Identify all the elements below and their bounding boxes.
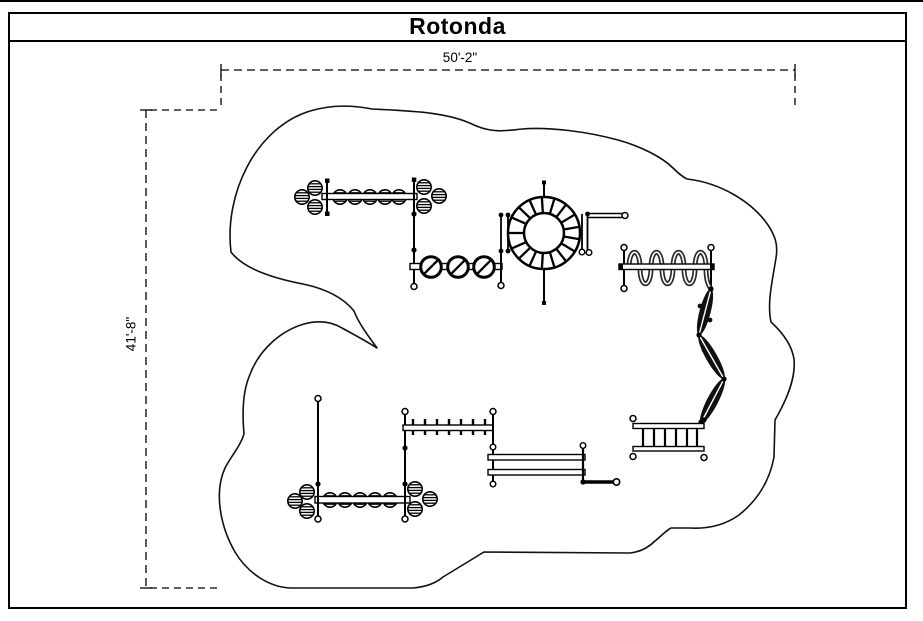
spinner-wheel-bar [409, 251, 505, 290]
parallel-bars [487, 442, 621, 486]
height-dimension-label: 41'-8" [123, 316, 139, 352]
loop-overhead-climber [618, 243, 715, 293]
horizontal-ladder [629, 414, 708, 462]
ring-spokes [508, 196, 580, 270]
play-area-outline [218, 105, 796, 589]
page-title: Rotonda [409, 12, 506, 39]
title-bar: Rotonda [8, 12, 907, 42]
vine-zigzag-climber [696, 286, 727, 425]
width-dimension-label: 50'-2" [442, 50, 478, 65]
window-top-edge [0, 0, 923, 2]
ring-carousel [498, 180, 629, 305]
dimension-lines [140, 64, 796, 589]
